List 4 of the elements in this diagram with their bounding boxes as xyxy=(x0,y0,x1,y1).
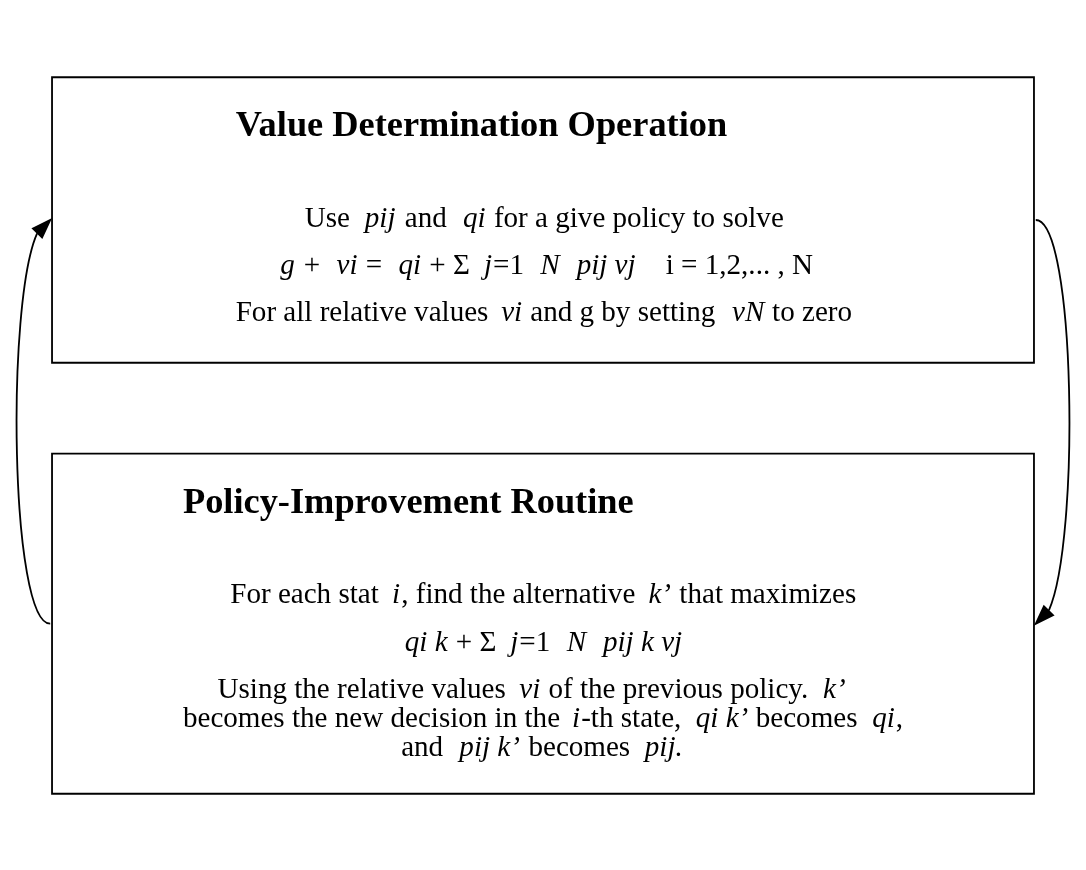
arrow xyxy=(15,217,53,625)
arrow xyxy=(1033,218,1071,626)
node-box: Value Determination Operation Use pij and qi for a give policy to solve g + vi = qi + Σ j=1 N pij vj i = 1,2,... , N For all relative values vi and g by setting vN to zero xyxy=(51,75,1035,364)
node-box: Policy-Improvement Routine For each stat i, find the alternative k’ that maximizes qi k + Σ j=1 N pij k vj Using the relative values vi of the previous policy. k’ becomes the new decision in the i-th state, qi k’ becomes qi, and pij k’ becomes pij. xyxy=(51,452,1035,795)
